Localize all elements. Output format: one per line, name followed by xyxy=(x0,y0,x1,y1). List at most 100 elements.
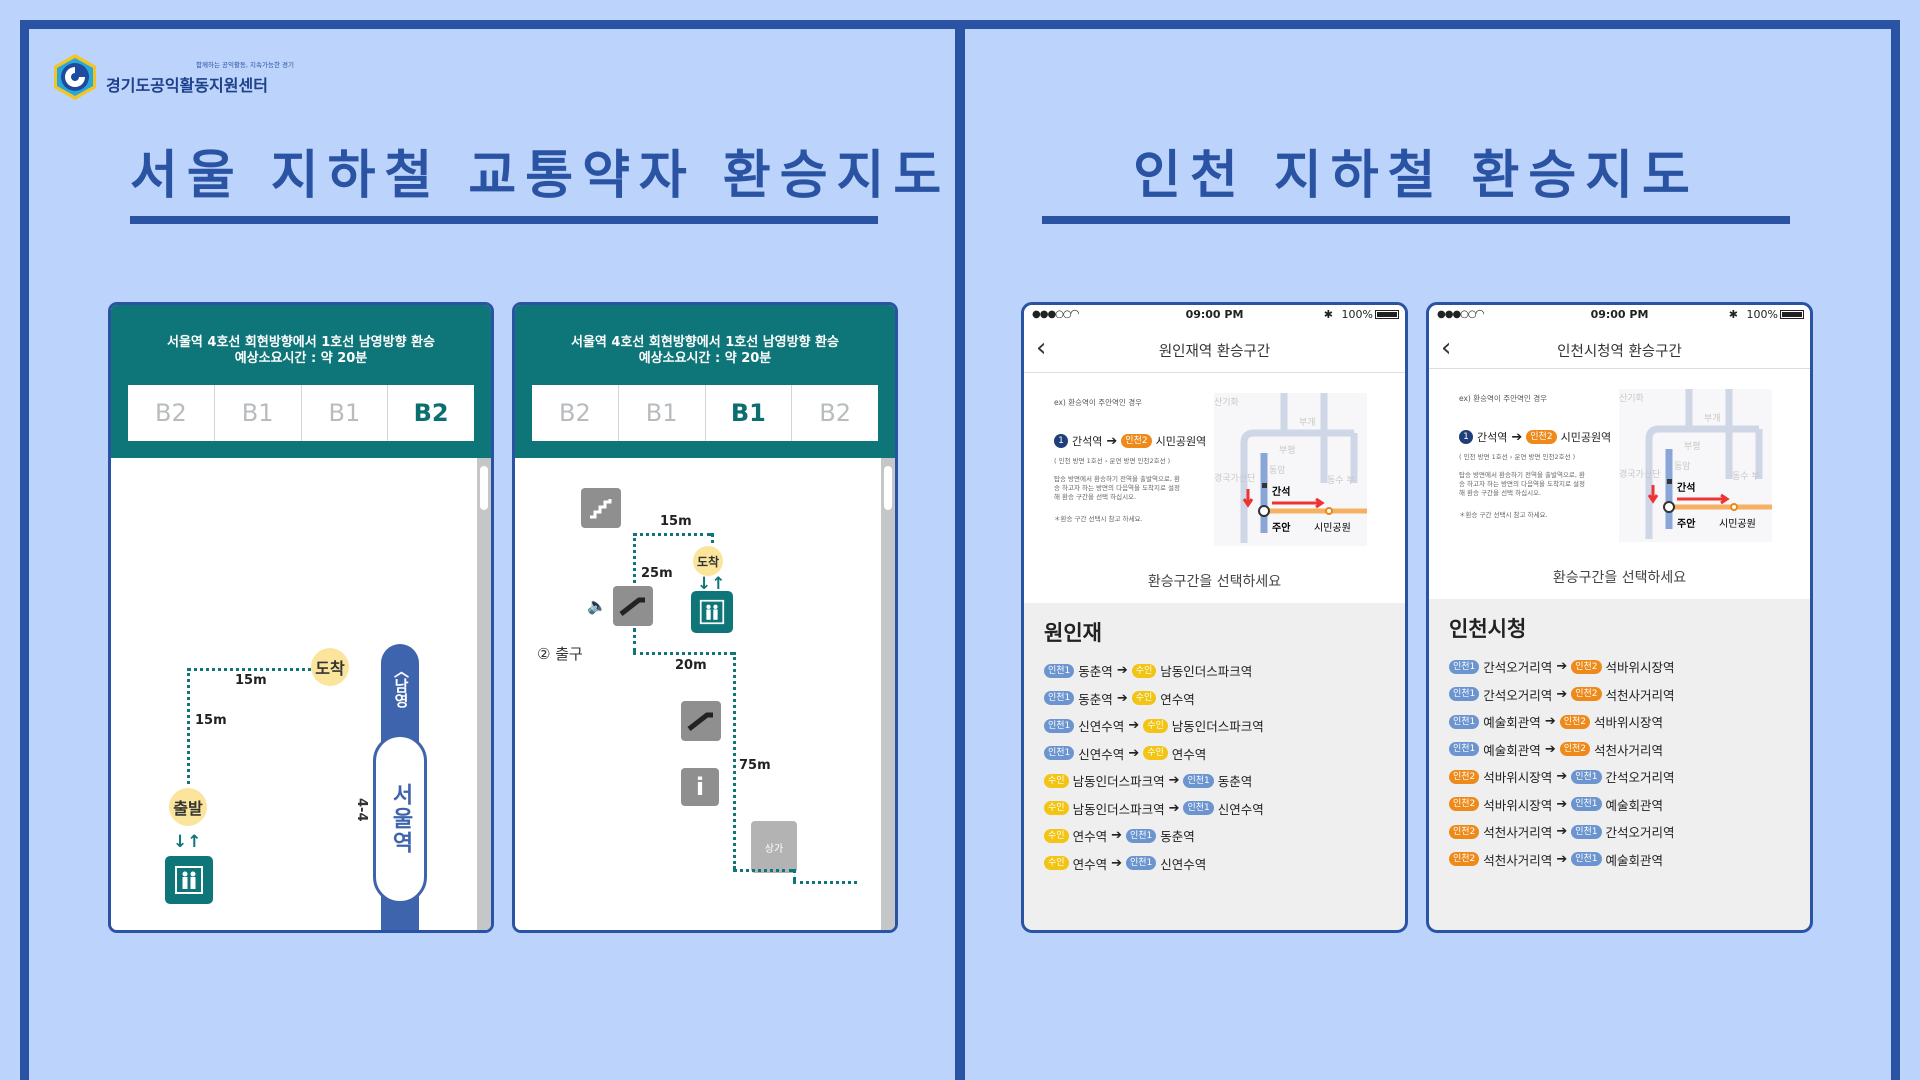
line-badge: 수인 xyxy=(1131,663,1157,678)
guide-panel: ex) 환승역이 주안역인 경우 1 간석역 ➔ 인천2 시민공원역 ( 인천 … xyxy=(1024,373,1405,603)
floor-tab[interactable]: B1 xyxy=(215,385,302,441)
distance-label: 15m xyxy=(235,673,267,688)
svg-text:부개: 부개 xyxy=(1299,417,1316,428)
walk-path xyxy=(793,881,857,884)
back-chevron-icon[interactable]: ‹ xyxy=(1036,333,1047,363)
floor-tab[interactable]: B1 xyxy=(302,385,389,441)
line-1-icon: 1 xyxy=(1054,434,1068,448)
seoul-phone-1: 서울역 4호선 회현방향에서 1호선 남영방향 환승 예상소요시간 : 약 20… xyxy=(108,302,494,933)
example-map: 산기화 부개 부평 동암 경국가산단 동수 부 간석 주안 시민공원 xyxy=(1214,393,1367,546)
status-bar: ●●●○○ ◠ 09:00 PM ✱ 100% xyxy=(1024,305,1405,325)
route-to: 동춘역 xyxy=(1160,829,1195,845)
line-badge: 인천1 xyxy=(1125,856,1157,871)
stairs-icon xyxy=(581,488,621,528)
nav-bar: ‹ 인천시청역 환승구간 xyxy=(1429,325,1810,369)
center-logo: 함께하는 공익활동, 지속가능한 경기 경기도공익활동지원센터 xyxy=(50,52,294,102)
floor-tab[interactable]: B1 xyxy=(619,385,706,441)
arrow-right-icon: ➔ xyxy=(1111,855,1122,871)
walk-path xyxy=(733,869,793,872)
up-down-arrows-icon: ↓↑ xyxy=(697,574,726,594)
floor-tabs: B2 B1 B1 B2 xyxy=(532,385,878,441)
wifi-icon: ◠ xyxy=(1070,307,1080,320)
center-divider xyxy=(955,20,965,1080)
line-badge: 수인 xyxy=(1044,773,1069,788)
svg-text:부평: 부평 xyxy=(1684,441,1701,452)
map-label-from: 간석 xyxy=(1272,487,1291,498)
arrow-right-icon: ➔ xyxy=(1116,663,1128,679)
back-chevron-icon[interactable]: ‹ xyxy=(1441,333,1452,363)
route-to: 연수역 xyxy=(1160,691,1195,707)
incheon-phone-1: ●●●○○ ◠ 09:00 PM ✱ 100% ‹ 원인재역 환승구간 ex) … xyxy=(1021,302,1408,933)
map-label-to: 시민공원 xyxy=(1314,523,1351,534)
route-to: 예술회관역 xyxy=(1605,797,1664,813)
walk-path xyxy=(793,869,796,881)
scrollbar[interactable] xyxy=(881,458,895,930)
line-badge: 인천1 xyxy=(1449,742,1480,757)
map-label-to: 시민공원 xyxy=(1719,519,1756,530)
exit-label: ② 출구 xyxy=(537,645,583,663)
floor-map: 15m 25m 도착 ↓↑ 🔈 ② 출구 20m i 75m 상가 xyxy=(515,458,895,930)
battery-percent: 100% xyxy=(1341,308,1373,321)
floor-map: ︿남영 시청 서울역 4-4 15m 15m 도착 출발 ↓↑ xyxy=(111,458,491,930)
scrollbar[interactable] xyxy=(477,458,491,930)
route-from: 신연수역 xyxy=(1078,746,1125,762)
line-badge: 인천1 xyxy=(1571,797,1602,812)
example-label: ex) 환승역이 주안역인 경우 xyxy=(1459,394,1547,403)
signal-icon: ●●●○○ xyxy=(1437,309,1477,320)
line-badge: 수인 xyxy=(1143,746,1168,761)
floor-tabs: B2 B1 B1 B2 xyxy=(128,385,474,441)
line-badge: 인천2 xyxy=(1449,797,1480,812)
floor-tab[interactable]: B2 xyxy=(819,399,851,427)
arrow-right-icon: ➔ xyxy=(1556,796,1568,812)
nav-bar: ‹ 원인재역 환승구간 xyxy=(1024,325,1405,373)
walk-path xyxy=(187,668,331,671)
floor-tab-active[interactable]: B1 xyxy=(706,385,793,441)
svg-text:부개: 부개 xyxy=(1704,413,1721,424)
guide-panel: ex) 환승역이 주안역인 경우 1 간석역 ➔ 인천2 시민공원역 ( 인천 … xyxy=(1429,369,1810,599)
arrow-right-icon: ➔ xyxy=(1544,741,1556,757)
route-from: 석천사거리역 xyxy=(1483,825,1553,841)
floor-tab[interactable]: B2 xyxy=(532,385,619,441)
arrow-right-icon: ➔ xyxy=(1128,718,1140,734)
map-label-hub: 주안 xyxy=(1272,523,1291,534)
route-from: 연수역 xyxy=(1072,829,1108,845)
route-from: 연수역 xyxy=(1072,856,1108,872)
arrival-badge: 도착 xyxy=(693,546,723,576)
arrow-right-icon: ➔ xyxy=(1168,773,1180,789)
bluetooth-icon: ✱ xyxy=(1728,308,1738,321)
section-title: 인천시청 xyxy=(1449,617,1527,641)
direction-arrow-icon: ︿ xyxy=(392,663,410,678)
distance-label: 20m xyxy=(675,658,707,673)
example-description: 탑승 방면에서 환승하기 전역을 출발역으로, 환승 하고자 하는 방면의 다음… xyxy=(1054,475,1181,501)
arrow-right-icon: ➔ xyxy=(1168,800,1180,816)
route-to: 석천사거리역 xyxy=(1594,742,1664,758)
route-from: 석바위시장역 xyxy=(1483,797,1553,813)
bluetooth-icon: ✱ xyxy=(1323,308,1333,321)
line-badge: 인천2 xyxy=(1449,852,1480,867)
floor-tab-active[interactable]: B2 xyxy=(413,399,449,427)
floor-tab[interactable]: B2 xyxy=(128,385,215,441)
route-from: 예술회관역 xyxy=(1483,742,1541,758)
speaker-icon: 🔈 xyxy=(587,596,607,615)
battery-percent: 100% xyxy=(1746,308,1778,321)
scroll-thumb[interactable] xyxy=(480,466,488,510)
example-from: 간석역 xyxy=(1072,435,1103,448)
scroll-thumb[interactable] xyxy=(884,466,892,510)
svg-text:동수 부: 동수 부 xyxy=(1327,475,1355,486)
